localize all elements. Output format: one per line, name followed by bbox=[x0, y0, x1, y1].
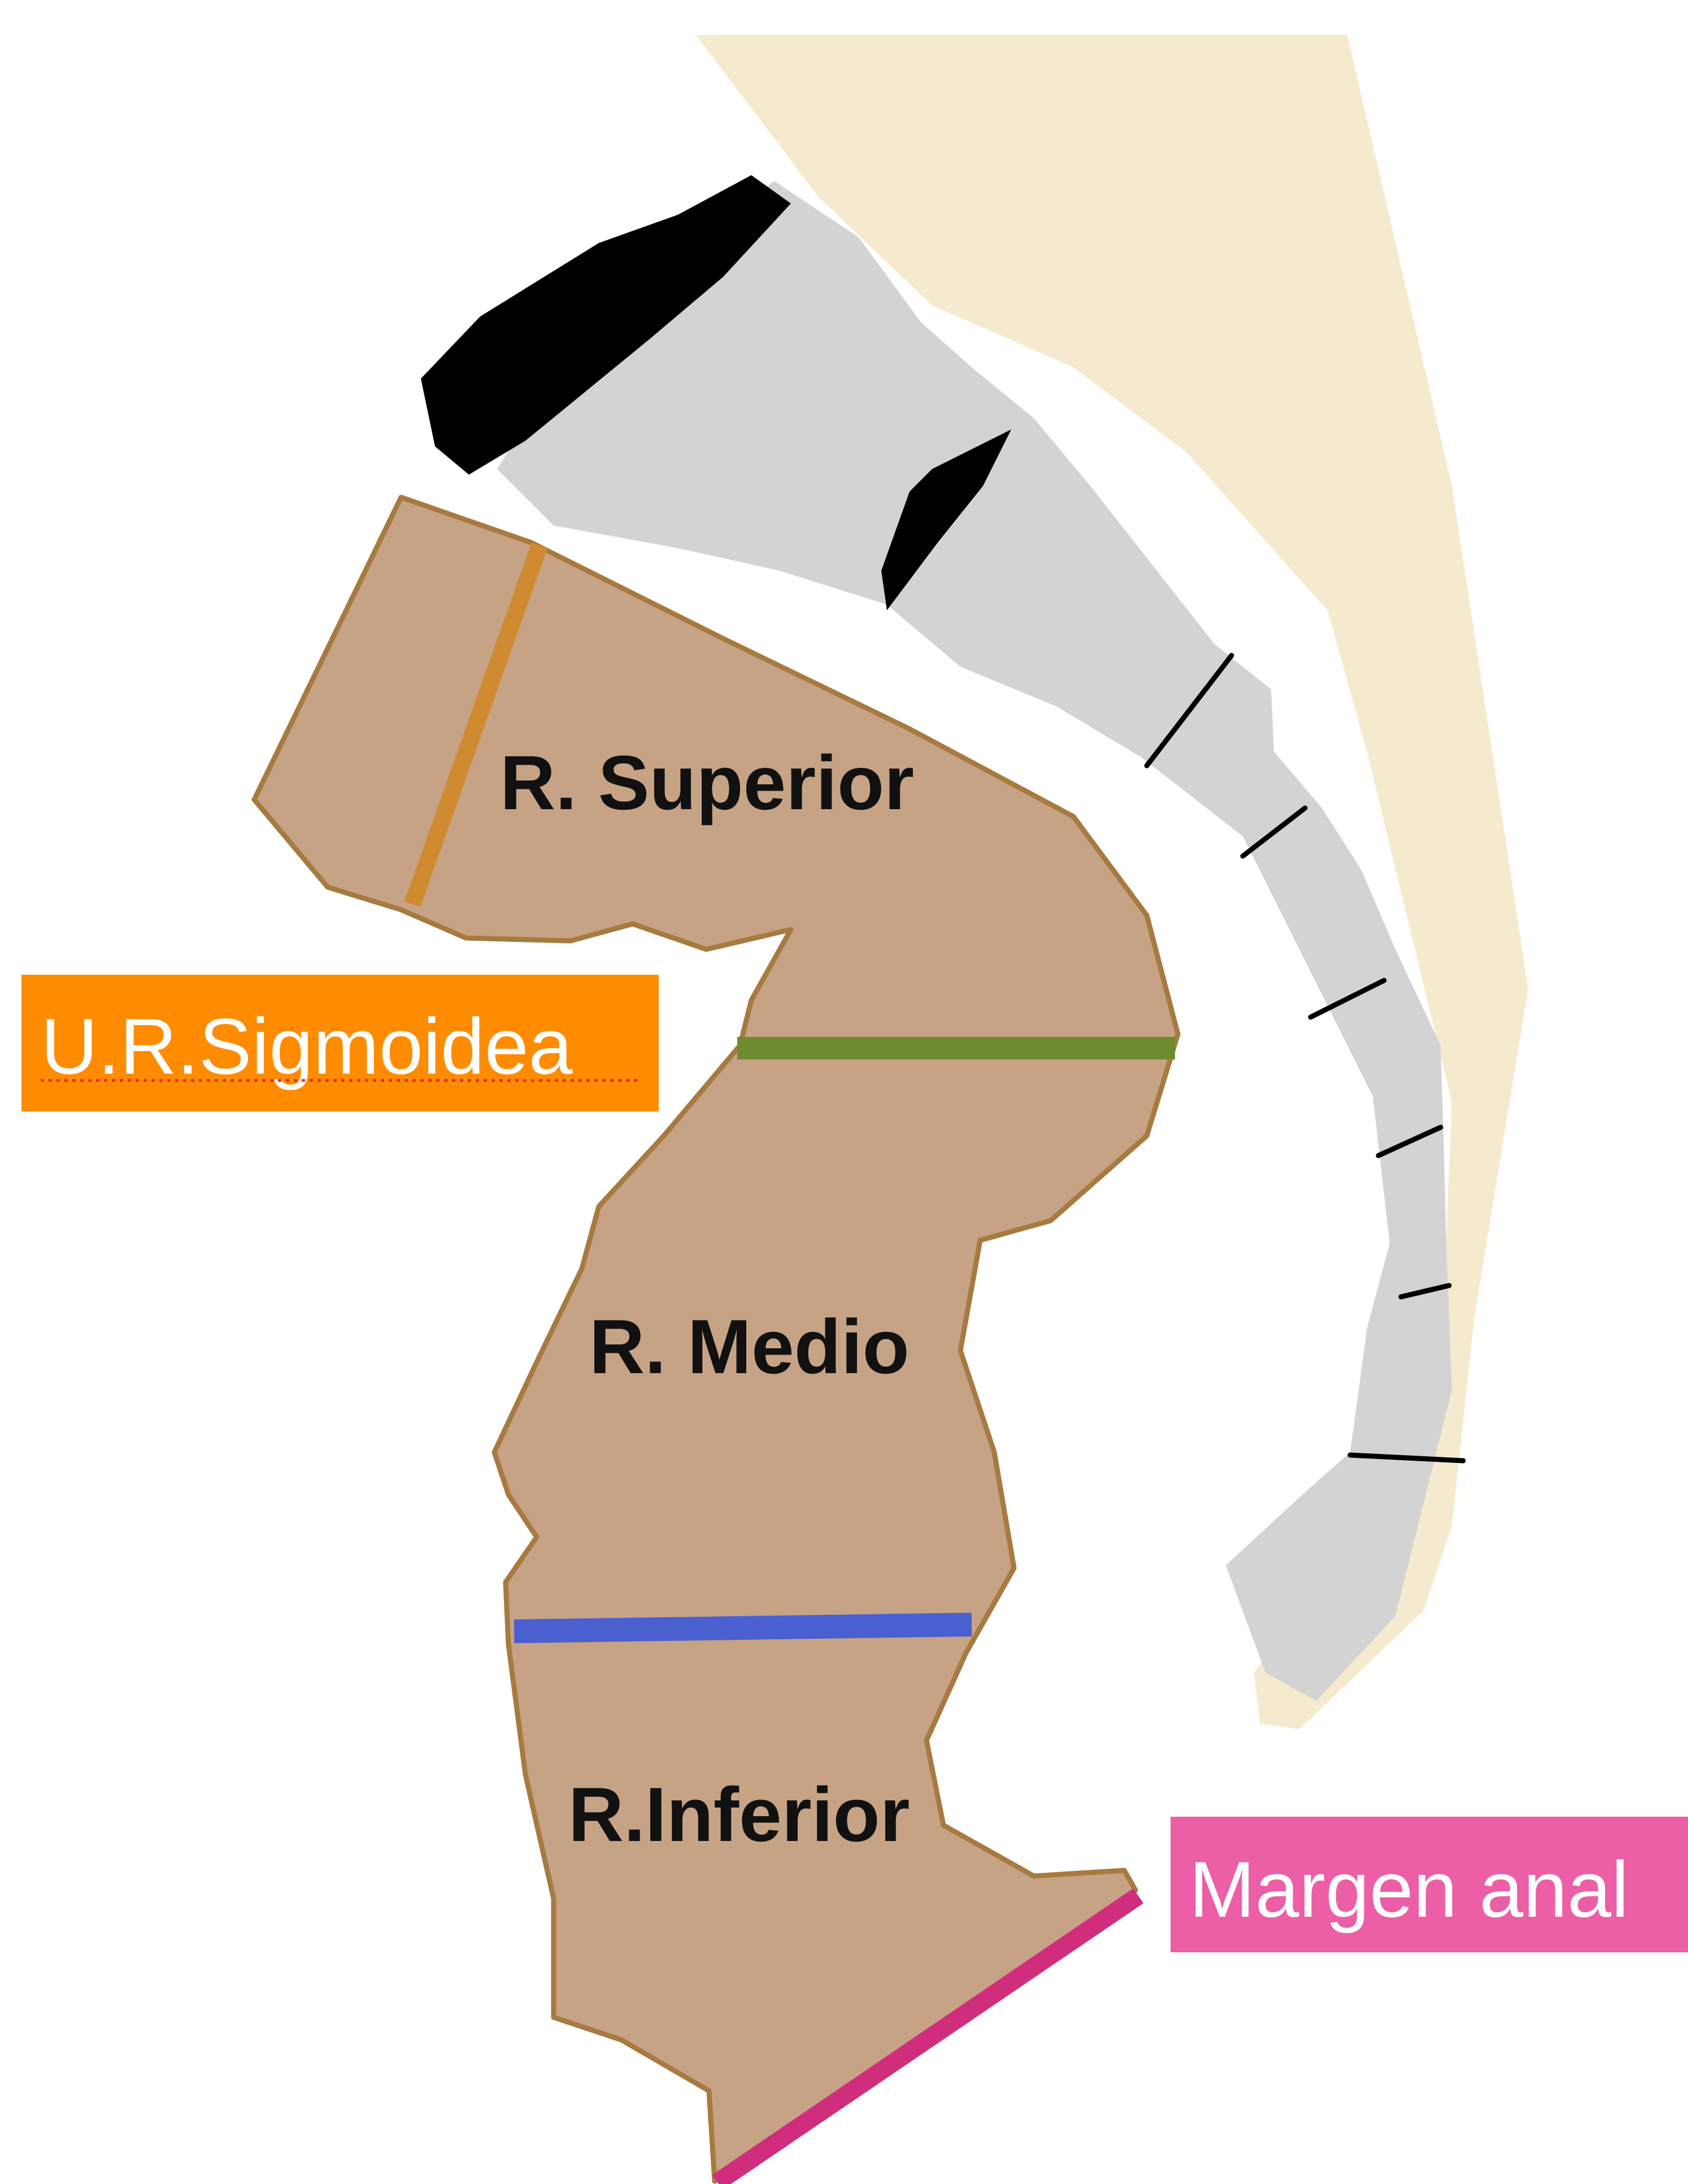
anal-margin-tag-label: Margen anal bbox=[1189, 1845, 1629, 1934]
middle-lower-boundary-line bbox=[514, 1625, 972, 1631]
lower-rectum-label: R.Inferior bbox=[568, 1771, 910, 1857]
middle-rectum-label: R. Medio bbox=[589, 1304, 910, 1390]
anal-margin-tag: Margen anal bbox=[1171, 1817, 1688, 1952]
rectosigmoid-junction-tag-label: U.R.Sigmoidea bbox=[41, 1002, 573, 1091]
rectosigmoid-junction-tag: U.R.Sigmoidea bbox=[21, 975, 659, 1111]
upper-rectum-label: R. Superior bbox=[500, 740, 914, 826]
